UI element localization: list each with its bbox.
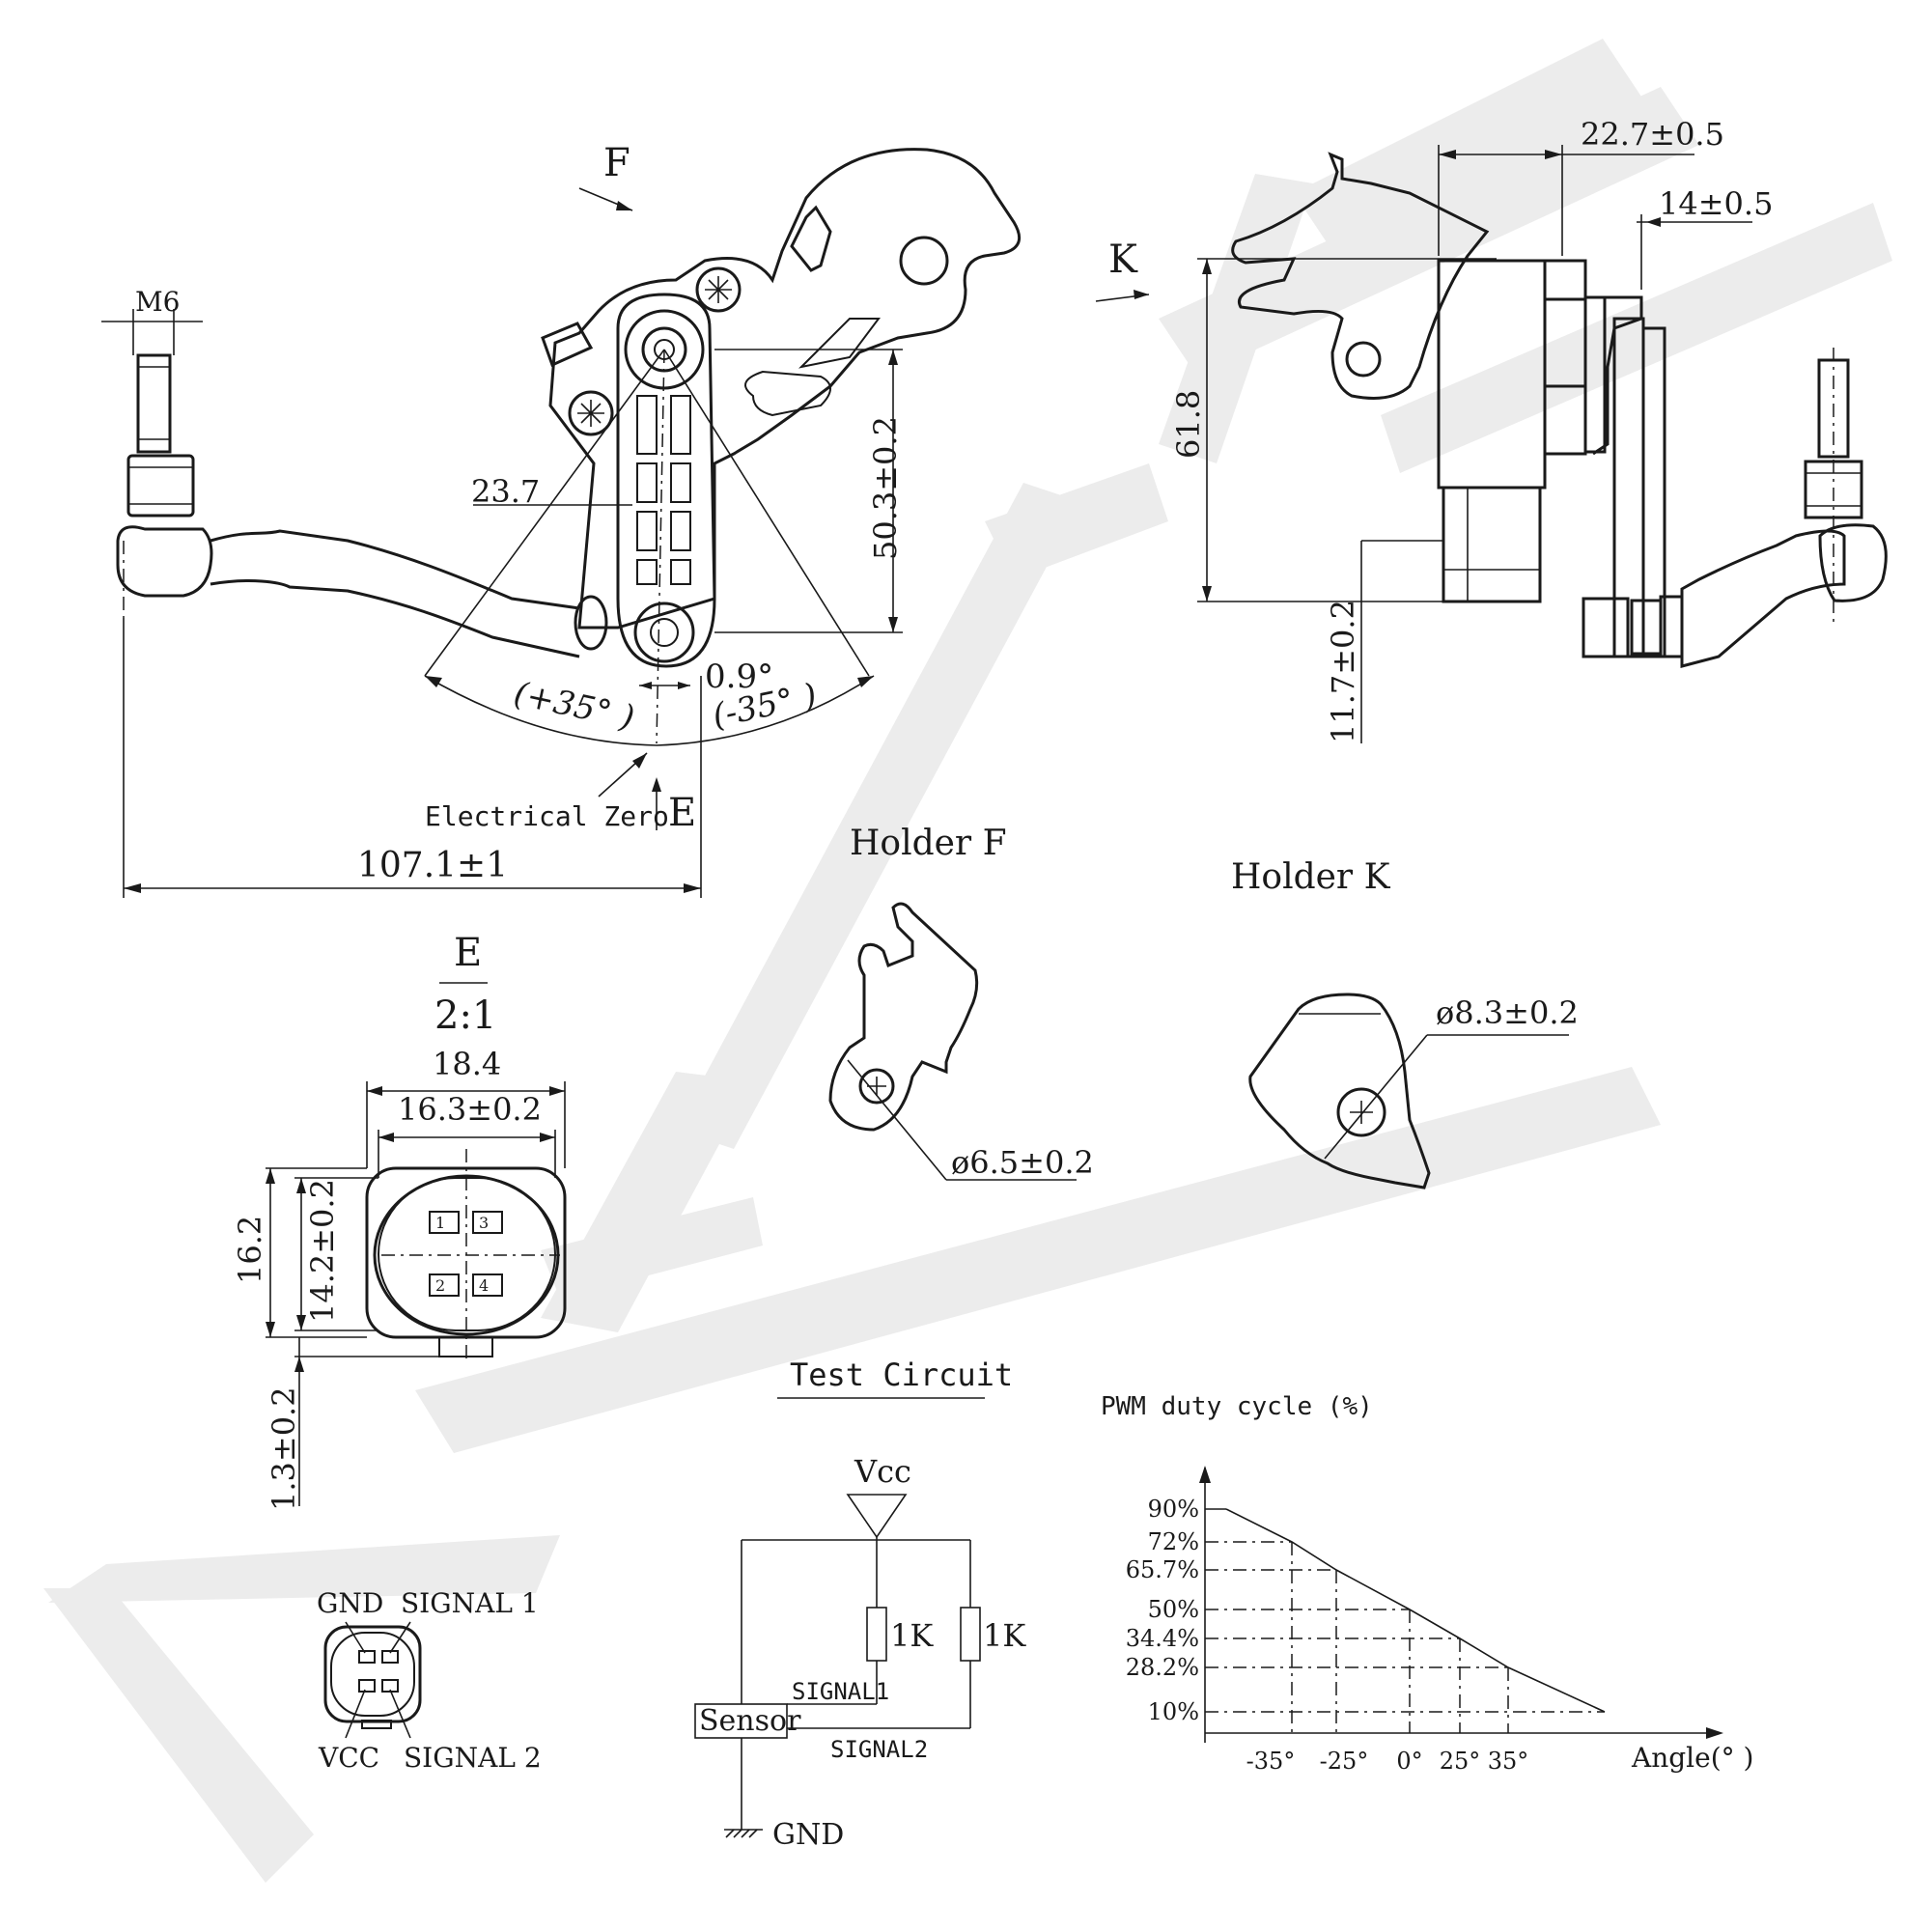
pin-gnd-label: GND bbox=[317, 1587, 383, 1619]
y-tick-label: 72% bbox=[1148, 1528, 1199, 1555]
signal2-label: SIGNAL2 bbox=[830, 1736, 928, 1763]
vcc-triangle bbox=[846, 1494, 908, 1539]
thread-label: M6 bbox=[135, 286, 180, 318]
dim-end-height: 61.8 bbox=[1170, 390, 1207, 459]
x-tick-label: 25° bbox=[1440, 1748, 1481, 1775]
dim-inner-width: 16.3±0.2 bbox=[398, 1091, 542, 1128]
pin-vcc-label: VCC bbox=[318, 1742, 379, 1774]
resistor-1 bbox=[866, 1607, 887, 1662]
end-view: K 22.7±0.5 14±0.5 61.8 11.7±0.2 bbox=[1095, 116, 1888, 743]
connector-detail: E 2:1 1 3 2 4 bbox=[232, 931, 567, 1511]
y-tick-label: 90% bbox=[1148, 1496, 1199, 1523]
y-tick-label: 10% bbox=[1148, 1698, 1199, 1725]
r1-label: 1K bbox=[890, 1617, 934, 1654]
vcc-label: Vcc bbox=[854, 1453, 911, 1490]
dim-offset: 14±0.5 bbox=[1659, 185, 1773, 222]
pin-1: 1 bbox=[429, 1211, 460, 1234]
y-tick-label: 50% bbox=[1148, 1596, 1199, 1623]
gnd-label: GND bbox=[772, 1818, 844, 1852]
dim-inner-height: 14.2±0.2 bbox=[304, 1179, 341, 1323]
r2-label: 1K bbox=[983, 1617, 1026, 1654]
pin-signal2-label: SIGNAL 2 bbox=[404, 1742, 542, 1774]
dim-length: 107.1±1 bbox=[357, 846, 508, 885]
holder-f-dim: ø6.5±0.2 bbox=[951, 1144, 1094, 1181]
angle-positive: (+35° ) bbox=[511, 674, 638, 737]
y-tick-label: 34.4% bbox=[1126, 1625, 1199, 1652]
dim-outer-width: 18.4 bbox=[433, 1046, 501, 1082]
pinout: GND SIGNAL 1 VCC SIGNAL 2 bbox=[317, 1587, 542, 1774]
svg-text:1: 1 bbox=[435, 1214, 445, 1232]
holder-k-dim: ø8.3±0.2 bbox=[1436, 994, 1579, 1031]
sensor-label: Sensor bbox=[699, 1704, 801, 1738]
holder-f: Holder F ø6.5±0.2 bbox=[828, 824, 1094, 1181]
dim-outer-height: 16.2 bbox=[232, 1216, 268, 1284]
detail-scale: 2:1 bbox=[434, 993, 496, 1038]
x-tick-label: -35° bbox=[1246, 1748, 1296, 1775]
x-tick-label: 35° bbox=[1488, 1748, 1529, 1775]
holder-k-title: Holder K bbox=[1231, 857, 1391, 897]
dim-key: 1.3±0.2 bbox=[266, 1386, 302, 1511]
view-f-label: F bbox=[603, 141, 630, 185]
dim-arm: 23.7 bbox=[471, 473, 540, 510]
detail-title: E bbox=[454, 931, 482, 975]
svg-text:4: 4 bbox=[479, 1276, 489, 1295]
view-k-label: K bbox=[1108, 238, 1138, 282]
pin-2: 2 bbox=[429, 1273, 460, 1297]
x-tick-label: 0° bbox=[1396, 1748, 1422, 1775]
holder-k: Holder K ø8.3±0.2 bbox=[1231, 857, 1579, 1189]
watermark bbox=[43, 39, 1892, 1883]
dim-lower: 11.7±0.2 bbox=[1325, 600, 1361, 743]
view-e-label: E bbox=[668, 791, 696, 835]
holder-f-title: Holder F bbox=[850, 824, 1007, 863]
dim-zero-offset: 0.9° bbox=[705, 658, 773, 696]
test-circuit: Test Circuit Vcc 1K 1K Sensor SIGNAL1 SI… bbox=[694, 1357, 1026, 1852]
dim-top: 22.7±0.5 bbox=[1581, 116, 1724, 153]
svg-text:3: 3 bbox=[479, 1214, 489, 1232]
y-tick-label: 65.7% bbox=[1126, 1556, 1199, 1583]
electrical-zero-label: Electrical Zero bbox=[425, 800, 669, 832]
chart-xlabel: Angle(° ) bbox=[1631, 1742, 1753, 1774]
x-tick-label: -25° bbox=[1320, 1748, 1369, 1775]
pin-signal1-label: SIGNAL 1 bbox=[401, 1587, 539, 1619]
test-circuit-title: Test Circuit bbox=[790, 1357, 1013, 1393]
dim-height: 50.3±0.2 bbox=[867, 416, 904, 560]
pwm-chart: PWM duty cycle (%) Angle(° ) 90% 72%65.7%… bbox=[1101, 1392, 1753, 1775]
svg-text:2: 2 bbox=[435, 1276, 445, 1295]
pin-4: 4 bbox=[472, 1273, 503, 1297]
signal1-label: SIGNAL1 bbox=[792, 1678, 889, 1705]
chart-ylabel: PWM duty cycle (%) bbox=[1101, 1392, 1373, 1421]
y-tick-label: 28.2% bbox=[1126, 1654, 1199, 1681]
pin-3: 3 bbox=[472, 1211, 503, 1234]
resistor-2 bbox=[960, 1607, 981, 1662]
pwm-series-line bbox=[1225, 1508, 1606, 1713]
